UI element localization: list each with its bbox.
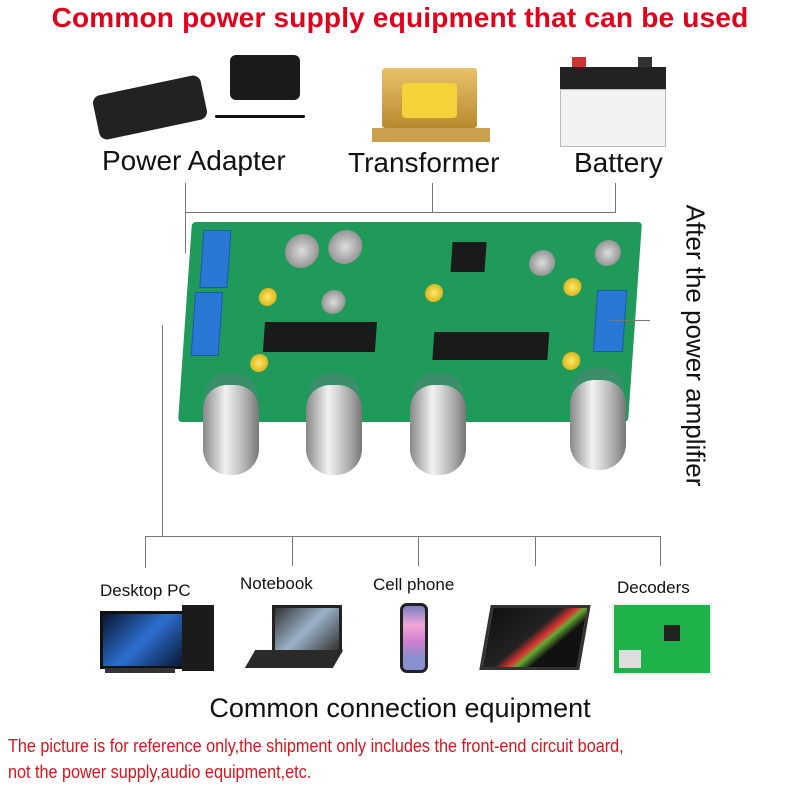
- tablet-icon: [479, 605, 591, 670]
- bass-knob: [306, 385, 362, 475]
- disclaimer-line-2: not the power supply,audio equipment,etc…: [8, 762, 312, 782]
- battery-icon: [560, 55, 666, 147]
- connection-label: Common connection equipment: [209, 693, 591, 723]
- desktop-pc-icon: [100, 605, 220, 675]
- power-adapter-label: Power Adapter: [102, 145, 286, 176]
- disclaimer-line-1: The picture is for reference only,the sh…: [8, 736, 624, 756]
- transformer-label: Transformer: [348, 147, 500, 178]
- volume-knob: [203, 385, 259, 475]
- power-adapter-icon: [91, 55, 325, 145]
- notebook-label: Notebook: [240, 574, 313, 593]
- laptop-icon: [244, 605, 344, 670]
- cell-phone-label: Cell phone: [373, 575, 455, 594]
- decoders-label: Decoders: [617, 578, 690, 597]
- battery-label: Battery: [574, 147, 663, 178]
- mid-knob: [410, 385, 466, 475]
- cell-phone-icon: [400, 603, 428, 673]
- transformer-icon: [372, 68, 490, 146]
- decoder-board-icon: [612, 603, 712, 675]
- page-title: Common power supply equipment that can b…: [51, 2, 749, 33]
- side-label: After the power amplifier: [680, 204, 711, 487]
- desktop-pc-label: Desktop PC: [100, 581, 191, 600]
- treble-knob: [570, 380, 626, 470]
